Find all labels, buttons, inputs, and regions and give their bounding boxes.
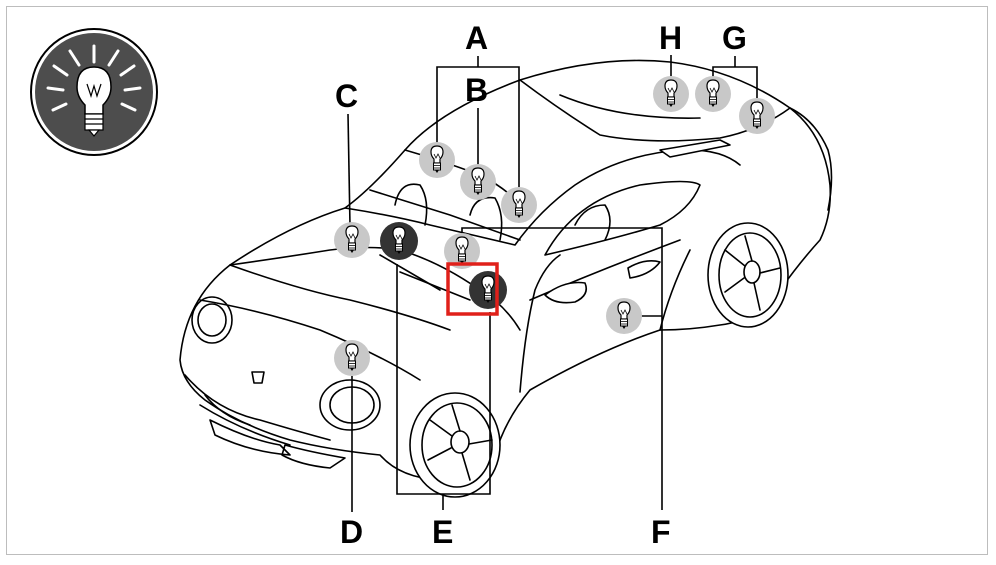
- bulb-marker-a1: [419, 142, 455, 178]
- label-b: B: [465, 72, 489, 108]
- light-bulb-badge-icon: [30, 28, 158, 156]
- bulb-marker-g1: [695, 76, 731, 112]
- car-outline: [179, 59, 833, 498]
- bulb-marker-e-highlighted: [469, 271, 507, 309]
- bulb-marker-b: [460, 164, 496, 200]
- bulb-marker-f-side: [606, 298, 642, 334]
- label-g: G: [722, 20, 747, 56]
- bulb-marker-h: [653, 76, 689, 112]
- bulb-marker-g2: [739, 98, 775, 134]
- bulb-marker-f-top: [444, 233, 480, 269]
- label-a: A: [465, 20, 489, 56]
- leader-lines: [347, 55, 758, 512]
- label-d: D: [340, 514, 364, 550]
- label-f: F: [651, 514, 671, 550]
- bulb-marker-d: [334, 340, 370, 376]
- diagram-border: [6, 6, 988, 555]
- bulb-marker-a2: [501, 187, 537, 223]
- highlight-box: [446, 262, 499, 316]
- label-e: E: [432, 514, 454, 550]
- label-h: H: [659, 20, 683, 56]
- label-c: C: [335, 78, 359, 114]
- bulb-marker-e-dark: [380, 222, 418, 260]
- bulb-marker-c: [334, 222, 370, 258]
